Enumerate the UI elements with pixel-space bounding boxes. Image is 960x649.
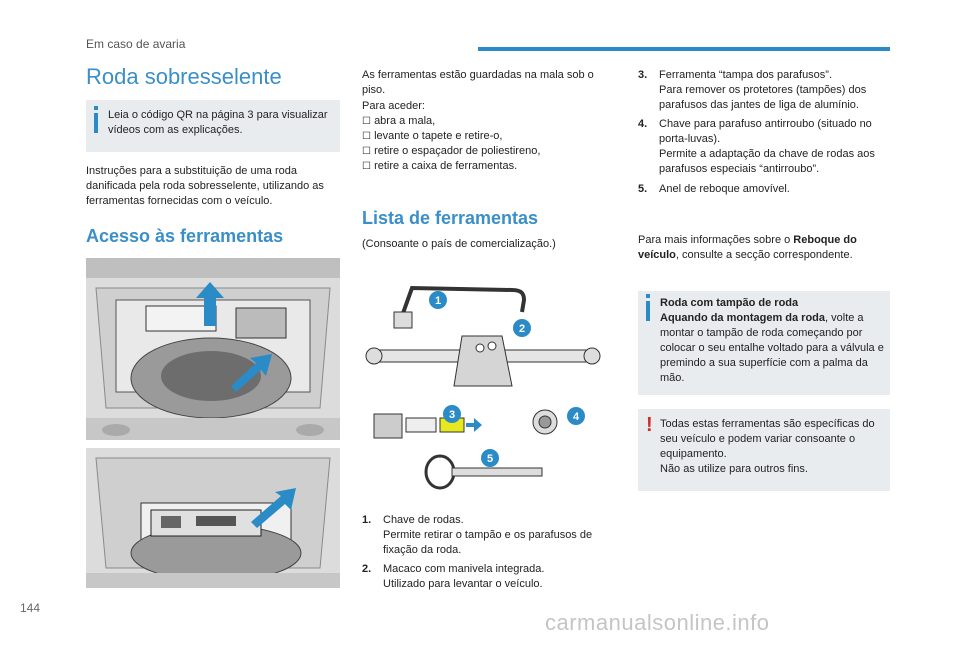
tools-heading: Lista de ferramentas: [362, 208, 539, 228]
tools-illustration: 1 2 3 4 5: [362, 276, 616, 496]
callout-2: 2: [513, 319, 531, 337]
callout-5: 5: [481, 449, 499, 467]
page-title: Roda sobresselente: [86, 64, 282, 89]
access-steps: ☐ abra a mala, ☐ levante o tapete e reti…: [362, 114, 614, 174]
page-number: 144: [20, 601, 41, 615]
access-step: ☐ retire o espaçador de poliestireno,: [362, 145, 541, 157]
hub-cap-note: Roda com tampão de roda Aquando da monta…: [638, 291, 890, 395]
callout-4: 4: [567, 407, 585, 425]
svg-text:5: 5: [487, 453, 493, 465]
svg-text:4: 4: [573, 411, 580, 423]
access-step: ☐ retire a caixa de ferramentas.: [362, 160, 518, 172]
access-step: ☐ abra a mala,: [362, 115, 436, 127]
access-heading: Acesso às ferramentas: [86, 226, 284, 246]
towing-link: Reboque do veículo: [638, 234, 857, 261]
info-icon: [646, 301, 650, 321]
trunk-photo-bottom: [86, 448, 340, 588]
checkbox-icon: ☐: [362, 161, 371, 172]
checkbox-icon: ☐: [362, 116, 371, 127]
access-lead: As ferramentas estão guardadas na mala s…: [362, 69, 594, 96]
section-header: Em caso de avaria: [86, 37, 186, 51]
svg-text:3: 3: [449, 409, 455, 421]
checkbox-icon: ☐: [362, 146, 371, 157]
callout-3: 3: [443, 405, 461, 423]
access-step: ☐ levante o tapete e retire-o,: [362, 130, 503, 142]
trunk-photo-top: [86, 258, 340, 440]
watermark: carmanualsonline.info: [545, 610, 770, 635]
warning-note: ! Todas estas ferramentas são específica…: [638, 409, 890, 491]
callout-1: 1: [429, 291, 447, 309]
svg-text:1: 1: [435, 295, 441, 307]
intro-text: Instruções para a substituição de uma ro…: [86, 165, 324, 207]
more-info: Para mais informações sobre o Reboque do…: [638, 234, 857, 261]
info-icon-dot: [646, 294, 650, 298]
svg-text:2: 2: [519, 323, 525, 335]
info-icon: [94, 113, 98, 133]
checkbox-icon: ☐: [362, 131, 371, 142]
qr-note: Leia o código QR na página 3 para visual…: [86, 100, 340, 152]
warning-text: Todas estas ferramentas são específicas …: [660, 418, 875, 475]
tools-subtitle: (Consoante o país de comercialização.): [362, 238, 556, 250]
warning-icon: !: [646, 414, 653, 436]
info-icon-dot: [94, 106, 98, 110]
header-rule: [478, 47, 890, 51]
access-intro: Para aceder:: [362, 100, 425, 112]
hub-cap-note-text: Roda com tampão de roda Aquando da monta…: [660, 297, 884, 384]
qr-note-text: Leia o código QR na página 3 para visual…: [108, 109, 328, 136]
